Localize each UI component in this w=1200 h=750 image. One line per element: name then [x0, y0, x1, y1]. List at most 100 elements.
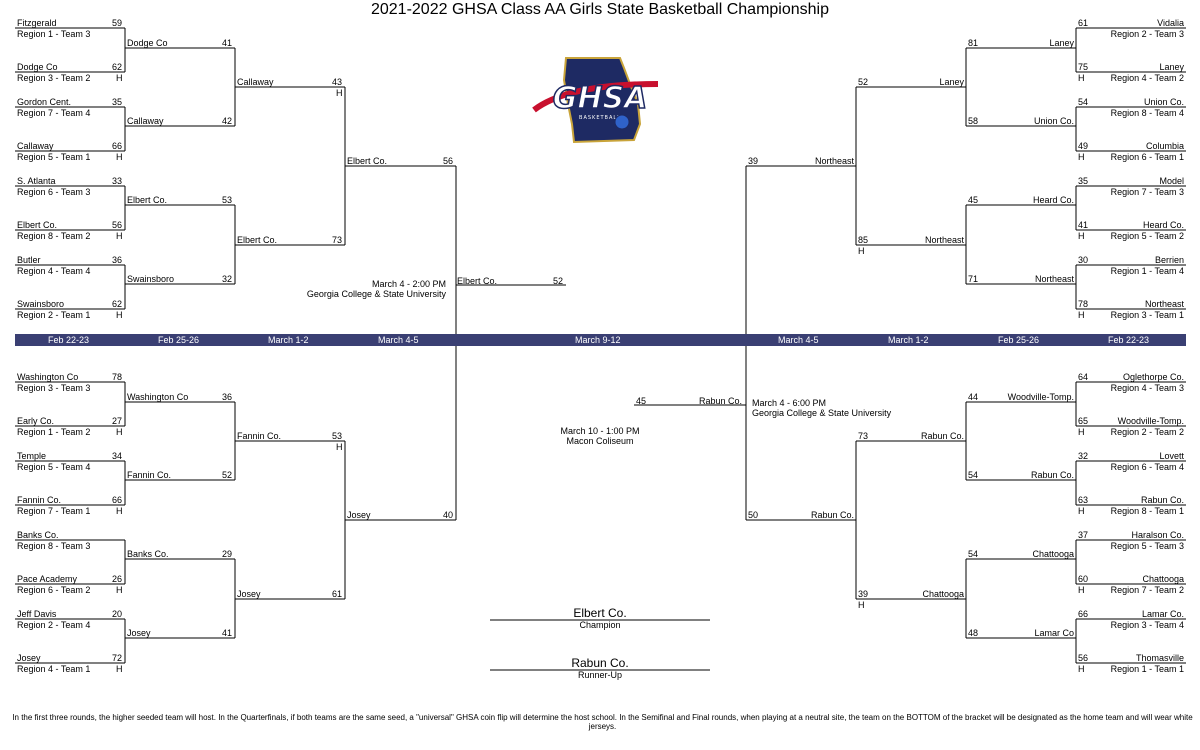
team-seed: Region 6 - Team 4 — [1110, 462, 1184, 472]
team-name: Dodge Co — [127, 38, 168, 48]
team-score: 53 — [331, 431, 342, 441]
logo-subtext: BASKETBALL — [579, 115, 621, 121]
team-name: Jeff Davis — [17, 609, 57, 619]
team-score: 35 — [1078, 176, 1089, 186]
round-date-right-1: March 4-5 — [778, 335, 819, 345]
team-score: 75 — [1078, 62, 1089, 72]
team-name: Fitzgerald — [17, 18, 57, 28]
round-date-right-4: Feb 22-23 — [1108, 335, 1150, 345]
logo-swoosh — [532, 81, 659, 113]
team-score: 62 — [111, 62, 122, 72]
team-score: 45 — [968, 195, 979, 205]
team-name: Swainsboro — [17, 299, 65, 309]
team-name: Elbert Co. — [347, 156, 388, 166]
team-score: 61 — [331, 589, 342, 599]
round-date-left-3: March 1-2 — [268, 335, 309, 345]
team-name: Heard Co. — [1032, 195, 1074, 205]
team-seed: Region 7 - Team 3 — [1110, 187, 1184, 197]
team-name: Rabun Co. — [920, 431, 964, 441]
team-seed: Region 7 - Team 4 — [17, 108, 91, 118]
team-seed: Region 4 - Team 1 — [17, 664, 91, 674]
team-name: Northeast — [924, 235, 964, 245]
team-seed: Region 6 - Team 2 — [17, 585, 91, 595]
host-marker: H — [116, 152, 123, 162]
team-score: 41 — [1078, 220, 1089, 230]
runner-up-name: Rabun Co. — [571, 656, 629, 670]
team-name: Callaway — [127, 116, 164, 126]
team-seed: Region 4 - Team 2 — [1110, 73, 1184, 83]
team-name: Union Co. — [1033, 116, 1074, 126]
host-marker: H — [116, 506, 123, 516]
host-marker: H — [1078, 664, 1085, 674]
team-name: Oglethorpe Co. — [1122, 372, 1184, 382]
team-seed: Region 3 - Team 3 — [17, 383, 91, 393]
host-marker: H — [336, 442, 343, 452]
team-score: 34 — [111, 451, 122, 461]
team-seed: Region 7 - Team 1 — [17, 506, 91, 516]
team-name: Northeast — [1144, 299, 1184, 309]
team-score: 56 — [1078, 653, 1089, 663]
team-score: 61 — [1078, 18, 1089, 28]
team-name: Northeast — [814, 156, 854, 166]
team-score: 29 — [221, 549, 232, 559]
team-score: 52 — [221, 470, 232, 480]
team-seed: Region 2 - Team 1 — [17, 310, 91, 320]
team-name: Laney — [1159, 62, 1184, 72]
team-seed: Region 1 - Team 3 — [17, 29, 91, 39]
team-name: Callaway — [237, 77, 274, 87]
round-date-center: March 9-12 — [575, 335, 621, 345]
team-name: Berrien — [1154, 255, 1184, 265]
host-marker: H — [116, 231, 123, 241]
team-score: 60 — [1078, 574, 1089, 584]
final-date: March 10 - 1:00 PM — [560, 426, 640, 436]
team-seed: Region 8 - Team 3 — [17, 541, 91, 551]
team-seed: Region 4 - Team 4 — [17, 266, 91, 276]
semifinal-left-winner: Elbert Co. — [457, 276, 498, 286]
team-seed: Region 5 - Team 2 — [1110, 231, 1184, 241]
team-name: Laney — [1049, 38, 1074, 48]
team-score: 56 — [442, 156, 453, 166]
round-date-right-2: March 1-2 — [888, 335, 929, 345]
team-seed: Region 5 - Team 3 — [1110, 541, 1184, 551]
team-score: 36 — [111, 255, 122, 265]
team-name: Elbert Co. — [17, 220, 58, 230]
team-seed: Region 5 - Team 4 — [17, 462, 91, 472]
team-seed: Region 3 - Team 4 — [1110, 620, 1184, 630]
host-marker: H — [1078, 506, 1085, 516]
team-score: 36 — [221, 392, 232, 402]
team-score: 50 — [748, 510, 759, 520]
team-score: 30 — [1078, 255, 1089, 265]
team-name: Banks Co. — [17, 530, 59, 540]
team-score: 33 — [111, 176, 122, 186]
team-score: 48 — [968, 628, 979, 638]
team-name: Pace Academy — [17, 574, 78, 584]
team-name: Josey — [17, 653, 41, 663]
team-name: Laney — [939, 77, 964, 87]
host-marker: H — [858, 600, 865, 610]
team-name: Fannin Co. — [237, 431, 282, 441]
team-name: Rabun Co. — [810, 510, 854, 520]
champion-name: Elbert Co. — [573, 606, 627, 620]
team-name: Columbia — [1145, 141, 1184, 151]
round-date-left-2: Feb 25-26 — [158, 335, 200, 345]
team-score: 54 — [968, 470, 979, 480]
host-marker: H — [116, 310, 123, 320]
team-score: 71 — [968, 274, 979, 284]
team-seed: Region 3 - Team 1 — [1110, 310, 1184, 320]
team-name: Model — [1159, 176, 1184, 186]
host-marker: H — [116, 427, 123, 437]
team-score: 35 — [111, 97, 122, 107]
team-seed: Region 2 - Team 3 — [1110, 29, 1184, 39]
team-name: Chattooga — [922, 589, 964, 599]
team-seed: Region 6 - Team 3 — [17, 187, 91, 197]
team-score: 66 — [1078, 609, 1089, 619]
team-name: Rabun Co. — [1140, 495, 1184, 505]
host-marker: H — [858, 246, 865, 256]
team-name: Lamar Co. — [1141, 609, 1184, 619]
team-name: Banks Co. — [127, 549, 169, 559]
team-name: Josey — [347, 510, 371, 520]
host-marker: H — [1078, 73, 1085, 83]
team-name: Elbert Co. — [127, 195, 168, 205]
semifinal-left-date: March 4 - 2:00 PM — [371, 279, 446, 289]
